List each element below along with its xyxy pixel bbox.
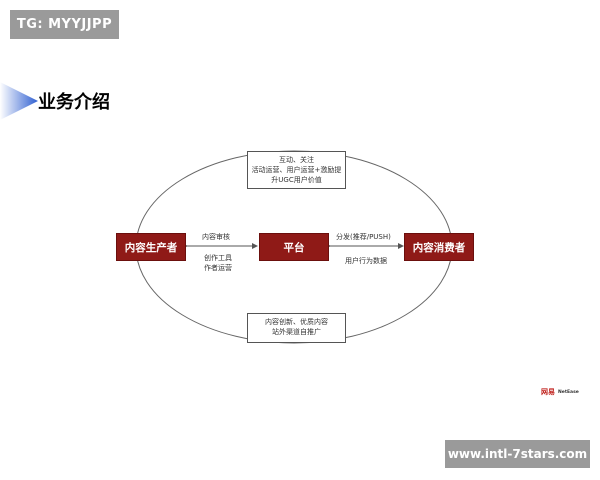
label-content-review: 内容审核 bbox=[202, 233, 230, 241]
brand-cn: 网易 bbox=[541, 388, 555, 396]
node-content-producer: 内容生产者 bbox=[116, 233, 186, 261]
telegram-tag: TG: MYYJJPP bbox=[10, 10, 119, 39]
title-arrow-icon bbox=[0, 82, 38, 120]
netease-logo: 网易 NetEase bbox=[541, 387, 579, 397]
top-note-box: 互动、关注 活动运营、用户运营+激励提 升UGC用户价值 bbox=[247, 151, 346, 189]
top-note-line: 互动、关注 bbox=[279, 156, 314, 164]
bottom-note-box: 内容创新、优质内容 站外渠道自推广 bbox=[247, 313, 346, 343]
node-platform: 平台 bbox=[259, 233, 329, 261]
label-distribution: 分发(推荐/PUSH) bbox=[336, 233, 391, 241]
page-title: 业务介绍 bbox=[38, 92, 110, 113]
bottom-note-line: 站外渠道自推广 bbox=[272, 328, 321, 336]
brand-en: NetEase bbox=[558, 389, 579, 395]
site-watermark: www.intl-7stars.com bbox=[445, 440, 590, 468]
label-creation-tools: 创作工具 bbox=[204, 254, 232, 262]
top-note-line: 升UGC用户价值 bbox=[271, 176, 322, 184]
label-user-behavior-data: 用户行为数据 bbox=[345, 257, 387, 265]
bottom-note-line: 内容创新、优质内容 bbox=[265, 318, 328, 326]
top-note-line: 活动运营、用户运营+激励提 bbox=[251, 166, 342, 174]
label-author-operation: 作者运营 bbox=[204, 264, 232, 272]
node-content-consumer: 内容消费者 bbox=[404, 233, 474, 261]
